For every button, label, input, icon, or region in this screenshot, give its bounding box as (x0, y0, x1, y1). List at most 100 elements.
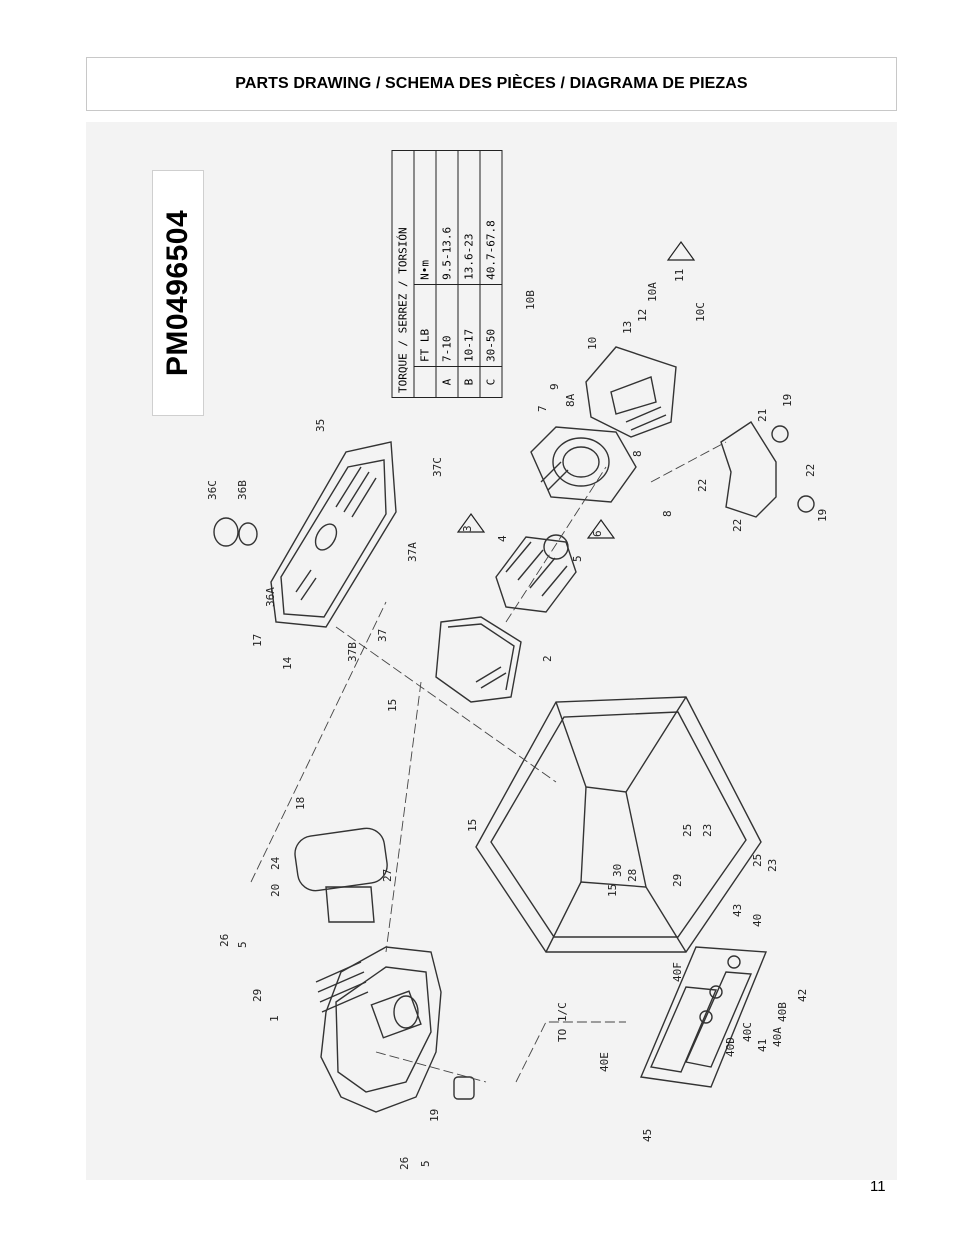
svg-text:4: 4 (496, 535, 509, 542)
svg-text:40A: 40A (771, 1027, 784, 1047)
svg-text:10C: 10C (694, 302, 707, 322)
svg-text:28: 28 (626, 869, 639, 882)
svg-text:10B: 10B (524, 290, 537, 310)
svg-text:15: 15 (606, 884, 619, 897)
svg-text:11: 11 (673, 269, 686, 282)
torque-nm-c: 40.7-67.8 (479, 150, 502, 285)
svg-text:13: 13 (621, 321, 634, 334)
svg-text:30: 30 (611, 864, 624, 877)
svg-text:40B: 40B (776, 1002, 789, 1022)
torque-table-header-row: TORQUE / SERREZ / TORSIÓN (391, 150, 414, 398)
svg-text:29: 29 (671, 874, 684, 887)
torque-column-ftlb: FT LB (413, 284, 436, 367)
svg-text:40: 40 (751, 914, 764, 927)
svg-text:40F: 40F (671, 962, 684, 982)
torque-table-wrapper: TORQUE / SERREZ / TORSIÓN FT LB N•m A 7-… (391, 150, 502, 398)
svg-text:26: 26 (218, 934, 231, 947)
svg-text:5: 5 (419, 1160, 432, 1167)
svg-text:22: 22 (804, 464, 817, 477)
svg-text:24: 24 (269, 856, 282, 870)
svg-text:19: 19 (816, 509, 829, 522)
svg-text:8A: 8A (564, 393, 577, 407)
svg-text:17: 17 (251, 634, 264, 647)
part-number-text: PM0496504 (161, 209, 194, 377)
svg-text:18: 18 (294, 797, 307, 810)
torque-table: TORQUE / SERREZ / TORSIÓN FT LB N•m A 7-… (391, 150, 502, 398)
torque-ftlb-a: 7-10 (435, 284, 458, 367)
svg-text:8: 8 (631, 450, 644, 457)
fuel-tank-outline (270, 441, 397, 628)
torque-symbol-b: B (457, 366, 480, 398)
svg-text:26: 26 (398, 1157, 411, 1170)
svg-text:20: 20 (269, 884, 282, 897)
rotor-outline (495, 534, 577, 613)
muffler-outline (294, 827, 388, 923)
svg-text:22: 22 (696, 479, 709, 492)
fan-cover-outline (435, 616, 522, 703)
svg-text:36B: 36B (236, 480, 249, 500)
torque-nm-b: 13.6-23 (457, 150, 480, 285)
svg-text:8: 8 (661, 510, 674, 517)
torque-row-b: B 10-17 13.6-23 (457, 150, 480, 398)
gas-cap-outline (213, 517, 258, 547)
foot-mount-outline (453, 1076, 475, 1100)
svg-text:22: 22 (731, 519, 744, 532)
svg-text:40D: 40D (724, 1037, 737, 1057)
torque-table-header: TORQUE / SERREZ / TORSIÓN (391, 150, 414, 398)
control-panel-outline (640, 946, 768, 1088)
svg-text:10: 10 (586, 337, 599, 350)
svg-text:25: 25 (681, 824, 694, 837)
svg-text:45: 45 (641, 1129, 654, 1142)
exploded-view-drawing: 36C 36B 36A 35 37C 37A 37 37B 17 14 15 3… (206, 269, 829, 1170)
svg-text:37A: 37A (406, 542, 419, 562)
torque-symbol-c: C (479, 366, 502, 398)
torque-nm-a: 9.5-13.6 (435, 150, 458, 285)
svg-text:1: 1 (268, 1015, 281, 1022)
svg-text:37B: 37B (346, 642, 359, 662)
svg-text:12: 12 (636, 309, 649, 322)
svg-text:9: 9 (548, 383, 561, 390)
svg-text:5: 5 (571, 555, 584, 562)
engine-outline (315, 946, 442, 1113)
frame-outline (475, 696, 762, 953)
bracket-outline (720, 421, 815, 518)
svg-text:15: 15 (466, 819, 479, 832)
svg-text:TO 1/C: TO 1/C (556, 1002, 569, 1042)
svg-text:29: 29 (251, 989, 264, 1002)
svg-text:23: 23 (701, 824, 714, 837)
stator-housing-outline (530, 426, 637, 503)
svg-text:23: 23 (766, 859, 779, 872)
svg-text:21: 21 (756, 409, 769, 422)
torque-row-c: C 30-50 40.7-67.8 (479, 150, 502, 398)
svg-text:27: 27 (381, 869, 394, 882)
svg-text:36A: 36A (264, 587, 277, 607)
torque-table-columns-row: FT LB N•m (413, 150, 436, 398)
torque-symbol-a: A (435, 366, 458, 398)
svg-text:7: 7 (536, 405, 549, 412)
svg-text:36C: 36C (206, 480, 219, 500)
svg-text:40C: 40C (741, 1022, 754, 1042)
torque-row-a: A 7-10 9.5-13.6 (435, 150, 458, 398)
svg-text:14: 14 (281, 656, 294, 670)
page-title: PARTS DRAWING / SCHEMA DES PIÈCES / DIAG… (86, 57, 897, 111)
svg-text:37: 37 (376, 629, 389, 642)
svg-text:35: 35 (314, 419, 327, 432)
svg-text:19: 19 (428, 1109, 441, 1122)
svg-text:42: 42 (796, 989, 809, 1002)
svg-text:25: 25 (751, 854, 764, 867)
torque-ftlb-c: 30-50 (479, 284, 502, 367)
svg-text:2: 2 (541, 655, 554, 662)
svg-text:41: 41 (756, 1039, 769, 1052)
svg-text:43: 43 (731, 904, 744, 917)
svg-text:6: 6 (591, 530, 604, 537)
torque-column-nm: N•m (413, 150, 436, 285)
svg-text:5: 5 (236, 941, 249, 948)
end-cover-outline (585, 346, 677, 438)
svg-text:10A: 10A (646, 282, 659, 302)
svg-text:15: 15 (386, 699, 399, 712)
svg-text:37C: 37C (431, 457, 444, 477)
torque-ftlb-b: 10-17 (457, 284, 480, 367)
part-number-label: PM0496504 (152, 170, 204, 416)
svg-text:3: 3 (461, 525, 474, 532)
page-number: 11 (870, 1178, 886, 1195)
